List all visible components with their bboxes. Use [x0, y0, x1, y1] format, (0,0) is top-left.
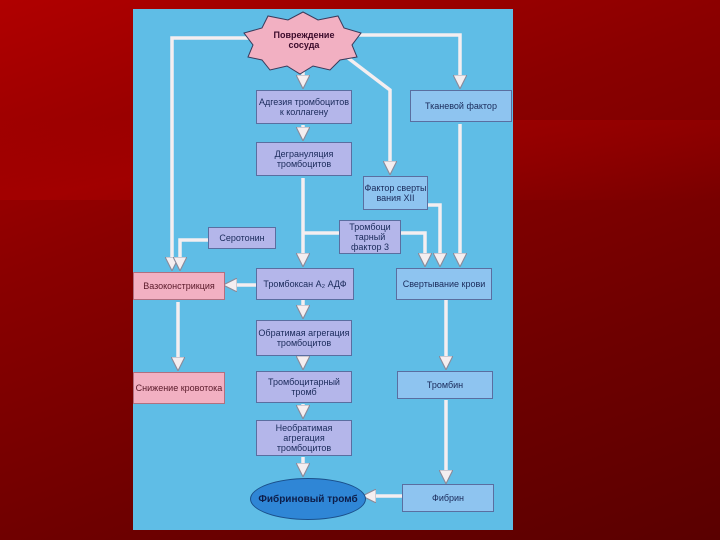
fibrin-thrombus-ellipse: Фибриновый тромб	[250, 478, 366, 520]
arrow-damage-to-vasoconstriction	[172, 36, 255, 268]
reversible-aggregation-box: Обратимая агрегация тромбоцитов	[256, 320, 352, 356]
irreversible-aggregation-box: Необратимая агрегация тромбоцитов	[256, 420, 352, 456]
arrow-serotonin-to-vasoconstriction	[180, 238, 208, 268]
vessel-damage-label: Повреждение сосуда	[273, 30, 335, 50]
flow-decrease-box: Снижение кровотока	[133, 372, 225, 404]
vessel-damage-starburst	[243, 11, 362, 75]
factor-xii-box: Фактор сверты вания XII	[363, 176, 428, 210]
vasoconstriction-box: Вазоконстрикция	[133, 272, 225, 300]
degranulation-box: Дегрануляция тромбоцитов	[256, 142, 352, 176]
arrow-damage-to-tissue-factor	[355, 33, 460, 86]
thrombin-box: Тромбин	[397, 371, 493, 399]
adhesion-box: Адгезия тромбоцитов к коллагену	[256, 90, 352, 124]
fibrin-box: Фибрин	[402, 484, 494, 512]
platelet-factor3-box: Тромбоци тарный фактор 3	[339, 220, 401, 254]
platelet-thrombus-box: Тромбоцитарный тромб	[256, 371, 352, 403]
coagulation-box: Свертывание крови	[396, 268, 492, 300]
arrow-factor-xii-to-coagulation	[428, 203, 440, 264]
tissue-factor-box: Тканевой фактор	[410, 90, 512, 122]
thromboxane-box: Тромбоксан A₂ АДФ	[256, 268, 354, 300]
arrow-damage-to-factor-xii	[346, 56, 390, 172]
serotonin-box: Серотонин	[208, 227, 276, 249]
